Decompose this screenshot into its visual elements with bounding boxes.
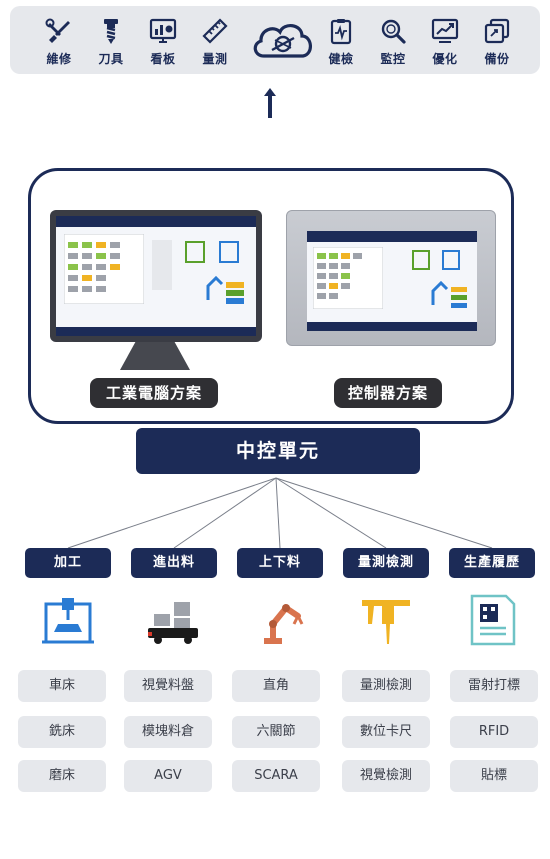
tool-cutting-tools[interactable]: 刀具 bbox=[86, 16, 136, 67]
agv-cart-icon bbox=[148, 602, 198, 644]
tool-dashboard[interactable]: 看板 bbox=[138, 16, 188, 67]
item-vision-tray: 視覺料盤 bbox=[124, 670, 212, 702]
magnifier-icon bbox=[381, 19, 406, 44]
tool-label: 看板 bbox=[150, 52, 176, 66]
drill-bit-icon bbox=[104, 19, 118, 44]
tool-backup[interactable]: 備份 bbox=[472, 16, 522, 67]
industrial-pc-monitor bbox=[50, 210, 262, 342]
tool-maintenance[interactable]: 維修 bbox=[34, 16, 84, 67]
tool-label: 健檢 bbox=[328, 52, 354, 66]
dashboard-board-icon bbox=[149, 18, 177, 43]
trend-chart-icon bbox=[431, 18, 459, 43]
item-labeling: 貼標 bbox=[450, 760, 538, 792]
tool-label: 優化 bbox=[432, 52, 458, 66]
item-grinding: 磨床 bbox=[18, 760, 106, 792]
top-toolbar: 維修 刀具 看板 量測 bbox=[10, 6, 540, 74]
ruler-icon bbox=[202, 18, 228, 44]
item-laser-marking: 雷射打標 bbox=[450, 670, 538, 702]
solutions-frame bbox=[28, 168, 514, 424]
arrow-up-icon bbox=[264, 88, 276, 118]
central-control-unit: 中控單元 bbox=[136, 428, 420, 474]
item-agv: AGV bbox=[124, 760, 212, 792]
item-digital-caliper: 數位卡尺 bbox=[342, 716, 430, 748]
item-vision-inspection: 視覺檢測 bbox=[342, 760, 430, 792]
wrench-screwdriver-icon bbox=[45, 18, 70, 43]
tool-monitoring[interactable]: 監控 bbox=[368, 16, 418, 67]
cloud-gear-icon[interactable] bbox=[248, 16, 318, 64]
industrial-pc-solution-label: 工業電腦方案 bbox=[90, 378, 218, 408]
item-module-silo: 模塊料倉 bbox=[124, 716, 212, 748]
item-scara: SCARA bbox=[232, 760, 320, 792]
item-cartesian: 直角 bbox=[232, 670, 320, 702]
tool-label: 備份 bbox=[484, 52, 510, 66]
hmi-equipment-icons bbox=[185, 241, 244, 304]
item-measurement-inspection: 量測檢測 bbox=[342, 670, 430, 702]
hmi-material-grid bbox=[313, 247, 383, 309]
controller-solution-label: 控制器方案 bbox=[334, 378, 442, 408]
hmi-screen bbox=[56, 216, 256, 336]
tool-label: 刀具 bbox=[98, 52, 124, 66]
clipboard-pulse-icon bbox=[330, 19, 352, 45]
tool-label: 監控 bbox=[380, 52, 406, 66]
robot-arm-icon bbox=[264, 603, 304, 644]
hmi-equipment-icons bbox=[412, 250, 467, 308]
category-inspection: 量測檢測 bbox=[343, 548, 429, 578]
item-six-axis: 六關節 bbox=[232, 716, 320, 748]
backup-copy-icon bbox=[484, 18, 510, 44]
hmi-screen bbox=[307, 231, 477, 331]
category-traceability: 生產履歷 bbox=[449, 548, 535, 578]
hmi-material-grid bbox=[63, 233, 145, 305]
category-handling: 上下料 bbox=[237, 548, 323, 578]
item-lathe: 車床 bbox=[18, 670, 106, 702]
item-rfid: RFID bbox=[450, 716, 538, 748]
caliper-icon bbox=[362, 600, 410, 644]
controller-panel bbox=[286, 210, 496, 346]
connector-lines bbox=[67, 477, 493, 549]
tool-optimization[interactable]: 優化 bbox=[420, 16, 470, 67]
tool-label: 量測 bbox=[202, 52, 228, 66]
tool-health-check[interactable]: 健檢 bbox=[316, 16, 366, 67]
tool-measurement[interactable]: 量測 bbox=[190, 16, 240, 67]
item-milling: 銑床 bbox=[18, 716, 106, 748]
tool-label: 維修 bbox=[46, 52, 72, 66]
qr-document-icon bbox=[470, 594, 516, 646]
cnc-machine-icon bbox=[42, 598, 94, 644]
category-machining: 加工 bbox=[25, 548, 111, 578]
category-loading: 進出料 bbox=[131, 548, 217, 578]
